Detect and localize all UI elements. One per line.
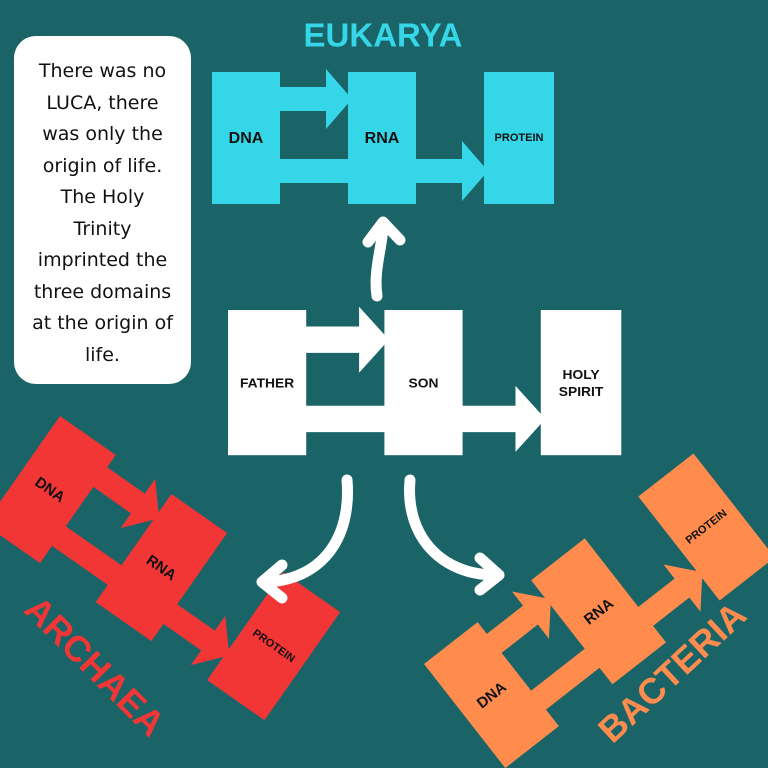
trinity-protein-box	[540, 310, 622, 456]
arrow-to-bacteria	[404, 474, 505, 596]
trinity-dna-box	[228, 310, 307, 456]
eukarya-protein-box-label: PROTEIN	[495, 132, 544, 144]
bacteria-arrow-1	[485, 591, 551, 655]
eukarya-arrow-1	[278, 69, 352, 129]
eukarya-rna-box-label: RNA	[365, 130, 400, 147]
arrow-to-archaea	[256, 474, 354, 604]
bacteria-rna-box	[531, 538, 667, 685]
eukarya-panel: DNA RNA PROTEIN	[212, 69, 554, 204]
archaea-protein-box	[207, 572, 341, 721]
eukarya-dna-box-label: DNA	[229, 130, 264, 147]
eukarya-protein-box	[484, 72, 554, 204]
archaea-arrow-1	[91, 466, 160, 529]
eukarya-dna-box	[212, 72, 280, 204]
arrow-to-eukarya	[362, 216, 406, 302]
eukarya-title: EUKARYA	[304, 17, 463, 54]
bacteria-dna-box	[424, 622, 559, 768]
eukarya-rna-box	[348, 72, 416, 204]
archaea-dna-box	[0, 416, 116, 564]
note-box	[14, 36, 191, 384]
trinity-rna-box	[384, 310, 463, 456]
bacteria-protein-box	[638, 453, 768, 601]
archaea-rna-box	[95, 494, 228, 642]
note-text: There was no LUCA, there was only the or…	[32, 60, 173, 366]
trinity-arrow-1	[303, 306, 389, 373]
trinity-dna-box-label: FATHER	[240, 375, 294, 390]
trinity-rna-box-label: SON	[409, 375, 439, 390]
